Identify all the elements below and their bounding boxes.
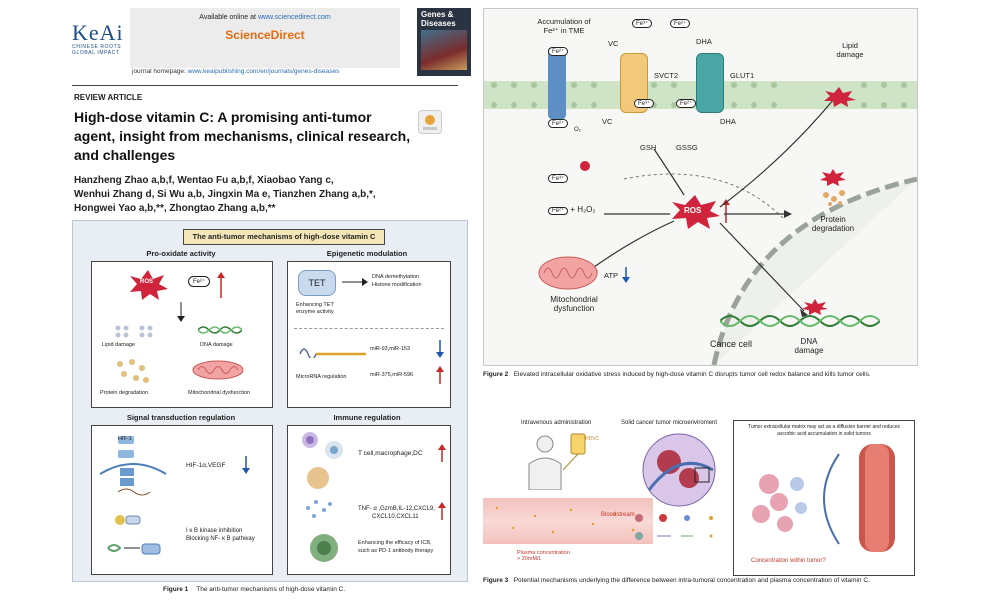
ros-burst-icon (130, 270, 168, 300)
panel-immune: T cell,macrophage,DC TNF- α ,GzmB,IL-12,… (287, 425, 451, 575)
figure3-caption: Figure 3 Potential mechanisms underlying… (483, 577, 870, 584)
panel-epigenetic: TET DNA demethylation Histone modificati… (287, 261, 451, 408)
keai-logo: KeAi (72, 20, 124, 45)
sciencedirect-banner: Available online at www.sciencedirect.co… (130, 8, 400, 68)
figure2-caption: Figure 2 Elevated intracellular oxidativ… (483, 371, 871, 378)
panel-pro-oxidant: ROS Fe²⁺ Lipid damage DNA damage Protein… (91, 261, 273, 408)
down-arrow-icon (177, 302, 185, 322)
check-for-updates-icon[interactable] (418, 110, 442, 134)
figure-1: The anti-tumor mechanisms of high-dose v… (72, 220, 468, 582)
cover-artwork (421, 30, 467, 70)
figure-3: Intravenous administration Solid cancer … (483, 412, 916, 576)
article-title: High-dose vitamin C: A promising anti-tu… (74, 109, 411, 163)
dna-helix-icon (720, 315, 880, 327)
bloodstream-band (483, 498, 653, 544)
panel-title-epigenetic: Epigenetic modulation (326, 249, 408, 258)
glut1-transporter (696, 53, 724, 113)
sciencedirect-logo: ScienceDirect (225, 28, 305, 42)
journal-homepage-link[interactable]: www.keaipublishing.com/en/journals/genes… (187, 68, 340, 75)
immune-cells-icon (302, 432, 343, 562)
lipid-membrane-icon (115, 325, 153, 338)
fe2-badge: Fe²⁺ (188, 276, 211, 287)
panel-title-immune: Immune regulation (333, 413, 401, 422)
tumor-legend-icons (635, 514, 713, 540)
figure1-title: The anti-tumor mechanisms of high-dose v… (183, 229, 385, 245)
panel-signal: HIF-1 HIF-1α,VEGF I κ B kinase inhibitio… (91, 425, 273, 575)
header-divider (72, 85, 458, 86)
up-arrow-icon (217, 272, 225, 298)
cancer-cell-label: Cance cell (710, 339, 753, 349)
tet-enzyme: TET (298, 270, 336, 296)
microrna-icon (299, 348, 366, 358)
article-type: REVIEW ARTICLE (74, 93, 143, 102)
superoxide-icon (580, 161, 590, 171)
journal-homepage: journal homepage: www.keaipublishing.com… (132, 68, 340, 75)
panel-title-pro-oxidant: Pro-oxidate activity (146, 249, 216, 258)
dna-helix-icon (198, 326, 242, 334)
ros-burst-icon (672, 195, 720, 229)
diffusion-barrier-panel (733, 420, 915, 576)
journal-cover: Genes &Diseases (417, 8, 471, 76)
fenton-reaction: Fe²⁺ + H₂O₂ (548, 205, 596, 215)
mitochondria-icon (192, 360, 244, 380)
plasma-concentration: Plasma concentration> 20mM/L (517, 550, 570, 562)
hif1-pathway-icon (99, 436, 167, 496)
available-online: Available online at www.sciencedirect.co… (199, 14, 331, 21)
protein-degradation-icon (820, 169, 846, 206)
iv-patient-icon (528, 433, 586, 490)
author-list: Hanzheng Zhao a,b,f, Wentao Fu a,b,f, Xi… (74, 175, 376, 214)
diffusion-barrier-illustration (752, 444, 895, 552)
protein-fragments-icon (117, 359, 149, 383)
mitochondria-icon (538, 256, 598, 290)
sciencedirect-link[interactable]: www.sciencedirect.com (257, 14, 331, 21)
panel-title-signal: Signal transduction regulation (126, 413, 236, 422)
iron-transporter (548, 47, 566, 119)
nfkb-pathway-icon (107, 515, 161, 555)
tumor-microenvironment-icon (642, 433, 716, 507)
